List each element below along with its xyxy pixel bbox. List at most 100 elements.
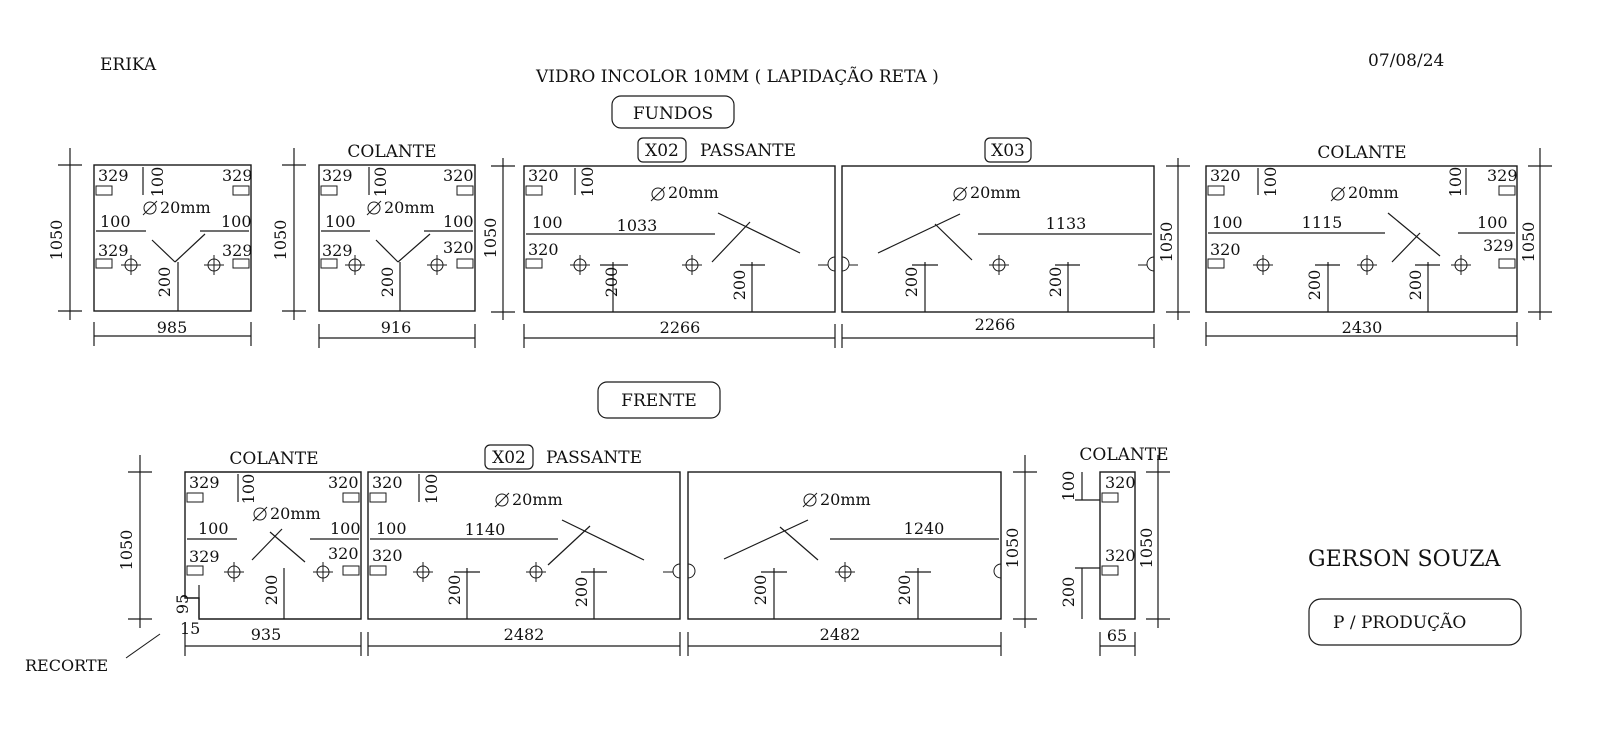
dim-100: 100 bbox=[198, 519, 229, 538]
dim-100: 100 bbox=[100, 212, 131, 231]
dim-320: 320 bbox=[1105, 546, 1136, 565]
dim-200: 200 bbox=[1046, 267, 1065, 298]
date: 07/08/24 bbox=[1368, 51, 1444, 71]
dim-height: 1050 bbox=[271, 220, 290, 261]
dim-100: 100 bbox=[422, 474, 441, 505]
dim-320: 320 bbox=[443, 166, 474, 185]
fundos-panel-2: COLANTE 1050 916 329 320 329 320 100 100… bbox=[271, 142, 476, 348]
dim-320: 320 bbox=[328, 544, 359, 563]
label-passante: PASSANTE bbox=[700, 141, 796, 161]
dim-1240: 1240 bbox=[904, 519, 945, 538]
dim-200: 200 bbox=[902, 267, 921, 298]
dim-200: 200 bbox=[895, 575, 914, 606]
dim-height: 1050 bbox=[47, 220, 66, 261]
dim-100: 100 bbox=[1212, 213, 1243, 232]
dim-15: 15 bbox=[180, 619, 200, 638]
dim-320: 320 bbox=[443, 238, 474, 257]
label-x03: X03 bbox=[991, 141, 1025, 161]
dim-329: 329 bbox=[1483, 236, 1514, 255]
label-colante: COLANTE bbox=[347, 142, 436, 162]
dim-height: 1050 bbox=[1519, 222, 1538, 263]
dim-329: 329 bbox=[189, 547, 220, 566]
dim-329: 329 bbox=[322, 166, 353, 185]
dim-100: 100 bbox=[443, 212, 474, 231]
frente-panel-4: COLANTE 65 1050 100 200 320 320 bbox=[1059, 445, 1170, 656]
dim-329: 329 bbox=[222, 241, 253, 260]
dim-1133: 1133 bbox=[1046, 214, 1087, 233]
dim-329: 329 bbox=[98, 241, 129, 260]
dim-width: 2266 bbox=[660, 318, 701, 337]
dim-200: 200 bbox=[1406, 270, 1425, 301]
dim-width: 2482 bbox=[504, 625, 545, 644]
hole-diameter: 20mm bbox=[820, 490, 871, 509]
dim-65: 65 bbox=[1107, 626, 1127, 645]
section-label-frente-text: FRENTE bbox=[621, 391, 697, 411]
dim-320: 320 bbox=[372, 546, 403, 565]
dim-width: 2266 bbox=[975, 315, 1016, 334]
hole-diameter: 20mm bbox=[270, 504, 321, 523]
fundos-panel-5: COLANTE 2430 1050 320 329 320 329 100 10… bbox=[1205, 143, 1552, 346]
glass-spec-title: VIDRO INCOLOR 10MM ( LAPIDAÇÃO RETA ) bbox=[535, 66, 939, 87]
dim-200: 200 bbox=[262, 575, 281, 606]
dim-95: 95 bbox=[173, 594, 192, 614]
dim-329: 329 bbox=[222, 166, 253, 185]
dim-width: 916 bbox=[381, 318, 412, 337]
label-colante: COLANTE bbox=[1317, 143, 1406, 163]
dim-320: 320 bbox=[1210, 166, 1241, 185]
dim-height: 1050 bbox=[117, 530, 136, 571]
dim-100: 100 bbox=[578, 167, 597, 198]
dim-329: 329 bbox=[322, 241, 353, 260]
dim-329: 329 bbox=[1487, 166, 1518, 185]
dim-100: 100 bbox=[325, 212, 356, 231]
dim-329: 329 bbox=[98, 166, 129, 185]
dim-100: 100 bbox=[371, 167, 390, 198]
fundos-panel-3: X02 PASSANTE 1050 2266 320 320 100 100 1… bbox=[481, 137, 836, 348]
dim-1033: 1033 bbox=[617, 216, 658, 235]
dim-320: 320 bbox=[372, 473, 403, 492]
dim-100: 100 bbox=[532, 213, 563, 232]
dim-200: 200 bbox=[445, 575, 464, 606]
label-passante: PASSANTE bbox=[546, 448, 642, 468]
dim-100: 100 bbox=[239, 474, 258, 505]
dim-200: 200 bbox=[378, 267, 397, 298]
dim-height: 1050 bbox=[1157, 222, 1176, 263]
dim-329: 329 bbox=[189, 473, 220, 492]
dim-200: 200 bbox=[1059, 577, 1078, 608]
frente-panel-2: X02 PASSANTE 2482 320 320 100 100 1140 2… bbox=[367, 444, 681, 656]
dim-1115: 1115 bbox=[1302, 213, 1343, 232]
frente-panel-3: 2482 1050 20mm 1240 200 200 bbox=[687, 455, 1037, 656]
hole-diameter: 20mm bbox=[970, 183, 1021, 202]
dim-100: 100 bbox=[376, 519, 407, 538]
dim-200: 200 bbox=[751, 575, 770, 606]
fundos-panel-4: X03 2266 1050 20mm 1133 200 200 bbox=[841, 137, 1190, 348]
label-colante: COLANTE bbox=[1079, 445, 1168, 465]
dim-100: 100 bbox=[1446, 167, 1465, 198]
dim-100: 100 bbox=[221, 212, 252, 231]
section-label-fundos-text: FUNDOS bbox=[633, 104, 713, 124]
dim-320: 320 bbox=[528, 166, 559, 185]
dim-100: 100 bbox=[1261, 167, 1280, 198]
dim-100: 100 bbox=[1059, 471, 1078, 502]
dim-320: 320 bbox=[1105, 473, 1136, 492]
dim-height: 1050 bbox=[1137, 528, 1156, 569]
dim-200: 200 bbox=[602, 267, 621, 298]
dim-height: 1050 bbox=[481, 218, 500, 259]
dim-320: 320 bbox=[328, 473, 359, 492]
dim-1140: 1140 bbox=[465, 520, 506, 539]
dim-width: 985 bbox=[157, 318, 188, 337]
dim-100: 100 bbox=[148, 167, 167, 198]
status-badge: P / PRODUÇÃO bbox=[1308, 598, 1522, 646]
hole-diameter: 20mm bbox=[512, 490, 563, 509]
dim-100: 100 bbox=[1477, 213, 1508, 232]
dim-200: 200 bbox=[1305, 270, 1324, 301]
dim-width: 2430 bbox=[1342, 318, 1383, 337]
fundos-panel-1: 1050 985 329 329 329 329 100 100 100 20m… bbox=[47, 148, 253, 346]
section-label-fundos: FUNDOS bbox=[611, 95, 735, 129]
dim-200: 200 bbox=[572, 577, 591, 608]
dim-320: 320 bbox=[1210, 240, 1241, 259]
section-label-frente: FRENTE bbox=[597, 381, 721, 419]
dim-width: 2482 bbox=[820, 625, 861, 644]
dim-width: 935 bbox=[251, 625, 282, 644]
dim-100: 100 bbox=[330, 519, 361, 538]
